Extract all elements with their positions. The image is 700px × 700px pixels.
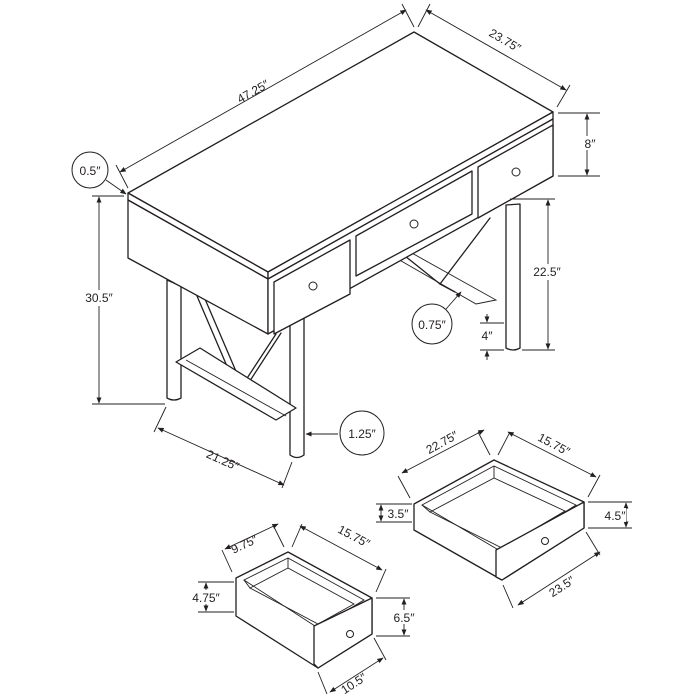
dim-large-drawer-front-height: 4.5″ — [588, 501, 632, 529]
label-frame-thickness: 0.75″ — [418, 318, 446, 332]
label-small-drawer-depth: 9.75″ — [229, 532, 261, 557]
desk-drawer-left — [273, 239, 351, 335]
label-small-drawer-front-height: 6.5″ — [394, 611, 416, 625]
label-top-thickness: 0.5″ — [80, 164, 102, 178]
knob-icon — [541, 537, 549, 545]
desk-drawer-middle — [355, 170, 473, 277]
label-large-drawer-front-height: 4.5″ — [605, 509, 627, 523]
label-side-depth: 21.25″ — [204, 447, 242, 474]
knob-icon — [346, 630, 354, 638]
dim-overall-height: 30.5″ — [80, 195, 165, 405]
callout-top-thickness: 0.5″ — [71, 151, 127, 195]
label-overall-height: 30.5″ — [85, 291, 113, 305]
knob-icon — [409, 219, 419, 229]
desk-legs — [166, 279, 305, 459]
dim-side-depth: 21.25″ — [153, 406, 293, 489]
callout-frame-thickness: 0.75″ — [411, 291, 462, 345]
small-drawer — [235, 551, 373, 669]
callout-leg-diameter: 1.25″ — [305, 410, 385, 456]
label-large-drawer-inner-height: 3.5″ — [388, 507, 410, 521]
label-desk-width: 47.25″ — [235, 77, 272, 106]
label-foot-height: 4″ — [482, 329, 494, 343]
dim-drawer-height: 8″ — [558, 112, 600, 177]
label-large-drawer-width: 15.75″ — [535, 430, 573, 459]
dim-leg-clearance: 22.5″ — [510, 198, 566, 351]
label-desk-depth: 23.75″ — [487, 26, 524, 56]
large-drawer — [413, 459, 585, 581]
label-large-drawer-depth: 22.75″ — [424, 428, 461, 457]
knob-icon — [511, 167, 521, 177]
desk-drawer-right — [477, 124, 554, 219]
label-small-drawer-front-width: 10.5″ — [338, 670, 369, 697]
label-drawer-height: 8″ — [585, 137, 597, 151]
desk-back-frame — [395, 203, 521, 351]
label-leg-diameter: 1.25″ — [348, 427, 376, 441]
dim-large-drawer-inner-height: 3.5″ — [376, 503, 412, 523]
knob-icon — [308, 281, 318, 291]
label-leg-clearance: 22.5″ — [533, 265, 561, 279]
dim-small-drawer-front-height: 6.5″ — [376, 597, 418, 637]
label-small-drawer-width: 15.75″ — [335, 522, 373, 551]
label-large-drawer-front-width: 23.5″ — [546, 573, 577, 600]
dim-foot-height: 4″ — [480, 314, 504, 360]
label-small-drawer-inner-height: 4.75″ — [192, 591, 220, 605]
dim-small-drawer-inner-height: 4.75″ — [186, 581, 234, 613]
